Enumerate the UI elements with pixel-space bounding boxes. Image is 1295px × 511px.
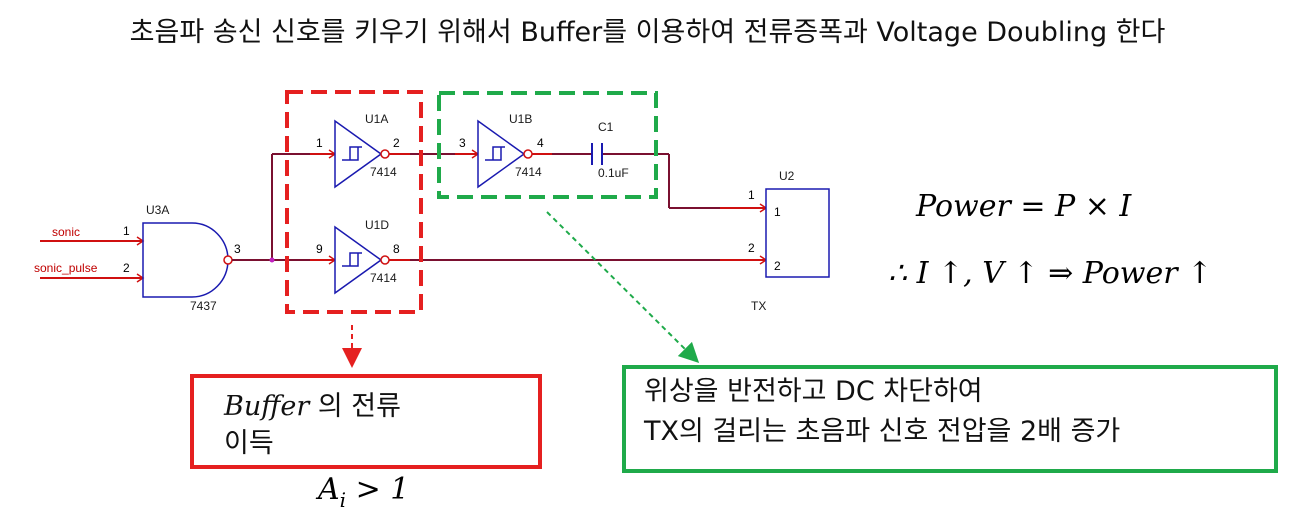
net-label-sonic: sonic [52,225,80,239]
buffer-gain-box: Buffer 의 전류 이득 [190,374,542,469]
and-gate-u3a [142,222,233,298]
u3a-pin-3: 3 [234,242,241,256]
u3a-pin-2: 2 [123,261,130,275]
inverter-u1d [334,225,390,295]
capacitor-c1 [591,143,603,165]
green-arrow [546,211,700,364]
red-dashed-highlight [285,90,423,314]
u3a-pin-1: 1 [123,224,130,238]
u1a-pin-2: 2 [393,136,400,150]
voltage-doubling-box: 위상을 반전하고 DC 차단하여 TX의 걸리는 초음파 신호 전압을 2배 증… [622,365,1278,473]
u1b-pin-3: 3 [459,136,466,150]
u2-inner-pin-1: 1 [774,205,781,219]
equation-power: Power = P × I [915,189,1132,224]
u2-inner-pin-2: 2 [774,259,781,273]
input-wires [40,236,145,283]
main-wires [232,153,720,263]
buffer-gain-line2: 이득 [224,428,274,459]
inverter-u1b [477,119,533,189]
page-title: 초음파 송신 신호를 키우기 위해서 Buffer를 이용하여 전류증폭과 Vo… [129,17,1166,48]
u1d-pin-9: 9 [316,242,323,256]
inverter-u1a [334,119,390,189]
u3a-ref: U3A [146,203,169,217]
u2-pin-1: 1 [748,188,755,202]
u2-ref: U2 [779,169,795,183]
u2-label-tx: TX [751,299,766,313]
u1b-ref: U1B [509,112,532,126]
u1b-part: 7414 [515,165,542,179]
u1d-part: 7414 [370,271,397,285]
u1d-ref: U1D [365,218,389,232]
voltage-doubling-line2: TX의 걸리는 초음파 신호 전압을 2배 증가 [644,416,1121,447]
c1-value: 0.1uF [598,166,629,180]
u1a-pin-1: 1 [316,136,323,150]
green-dashed-highlight [437,91,658,199]
u1b-pin-4: 4 [537,136,544,150]
u1d-pin-8: 8 [393,242,400,256]
c1-ref: C1 [598,120,614,134]
voltage-doubling-line1: 위상을 반전하고 DC 차단하여 [644,376,983,407]
u2-pin-2: 2 [748,241,755,255]
net-label-sonic-pulse: sonic_pulse [34,261,98,275]
equation-gain: Ai > 1 [315,472,409,511]
equation-therefore: ∴ I ↑, V ↑ ⇒ Power ↑ [888,256,1212,291]
u3a-part: 7437 [190,299,217,313]
u1a-ref: U1A [365,112,388,126]
buffer-gain-text: 의 전류 [309,391,401,422]
u1a-part: 7414 [370,165,397,179]
buffer-variable: Buffer [224,391,310,422]
connector-u2 [765,188,830,278]
